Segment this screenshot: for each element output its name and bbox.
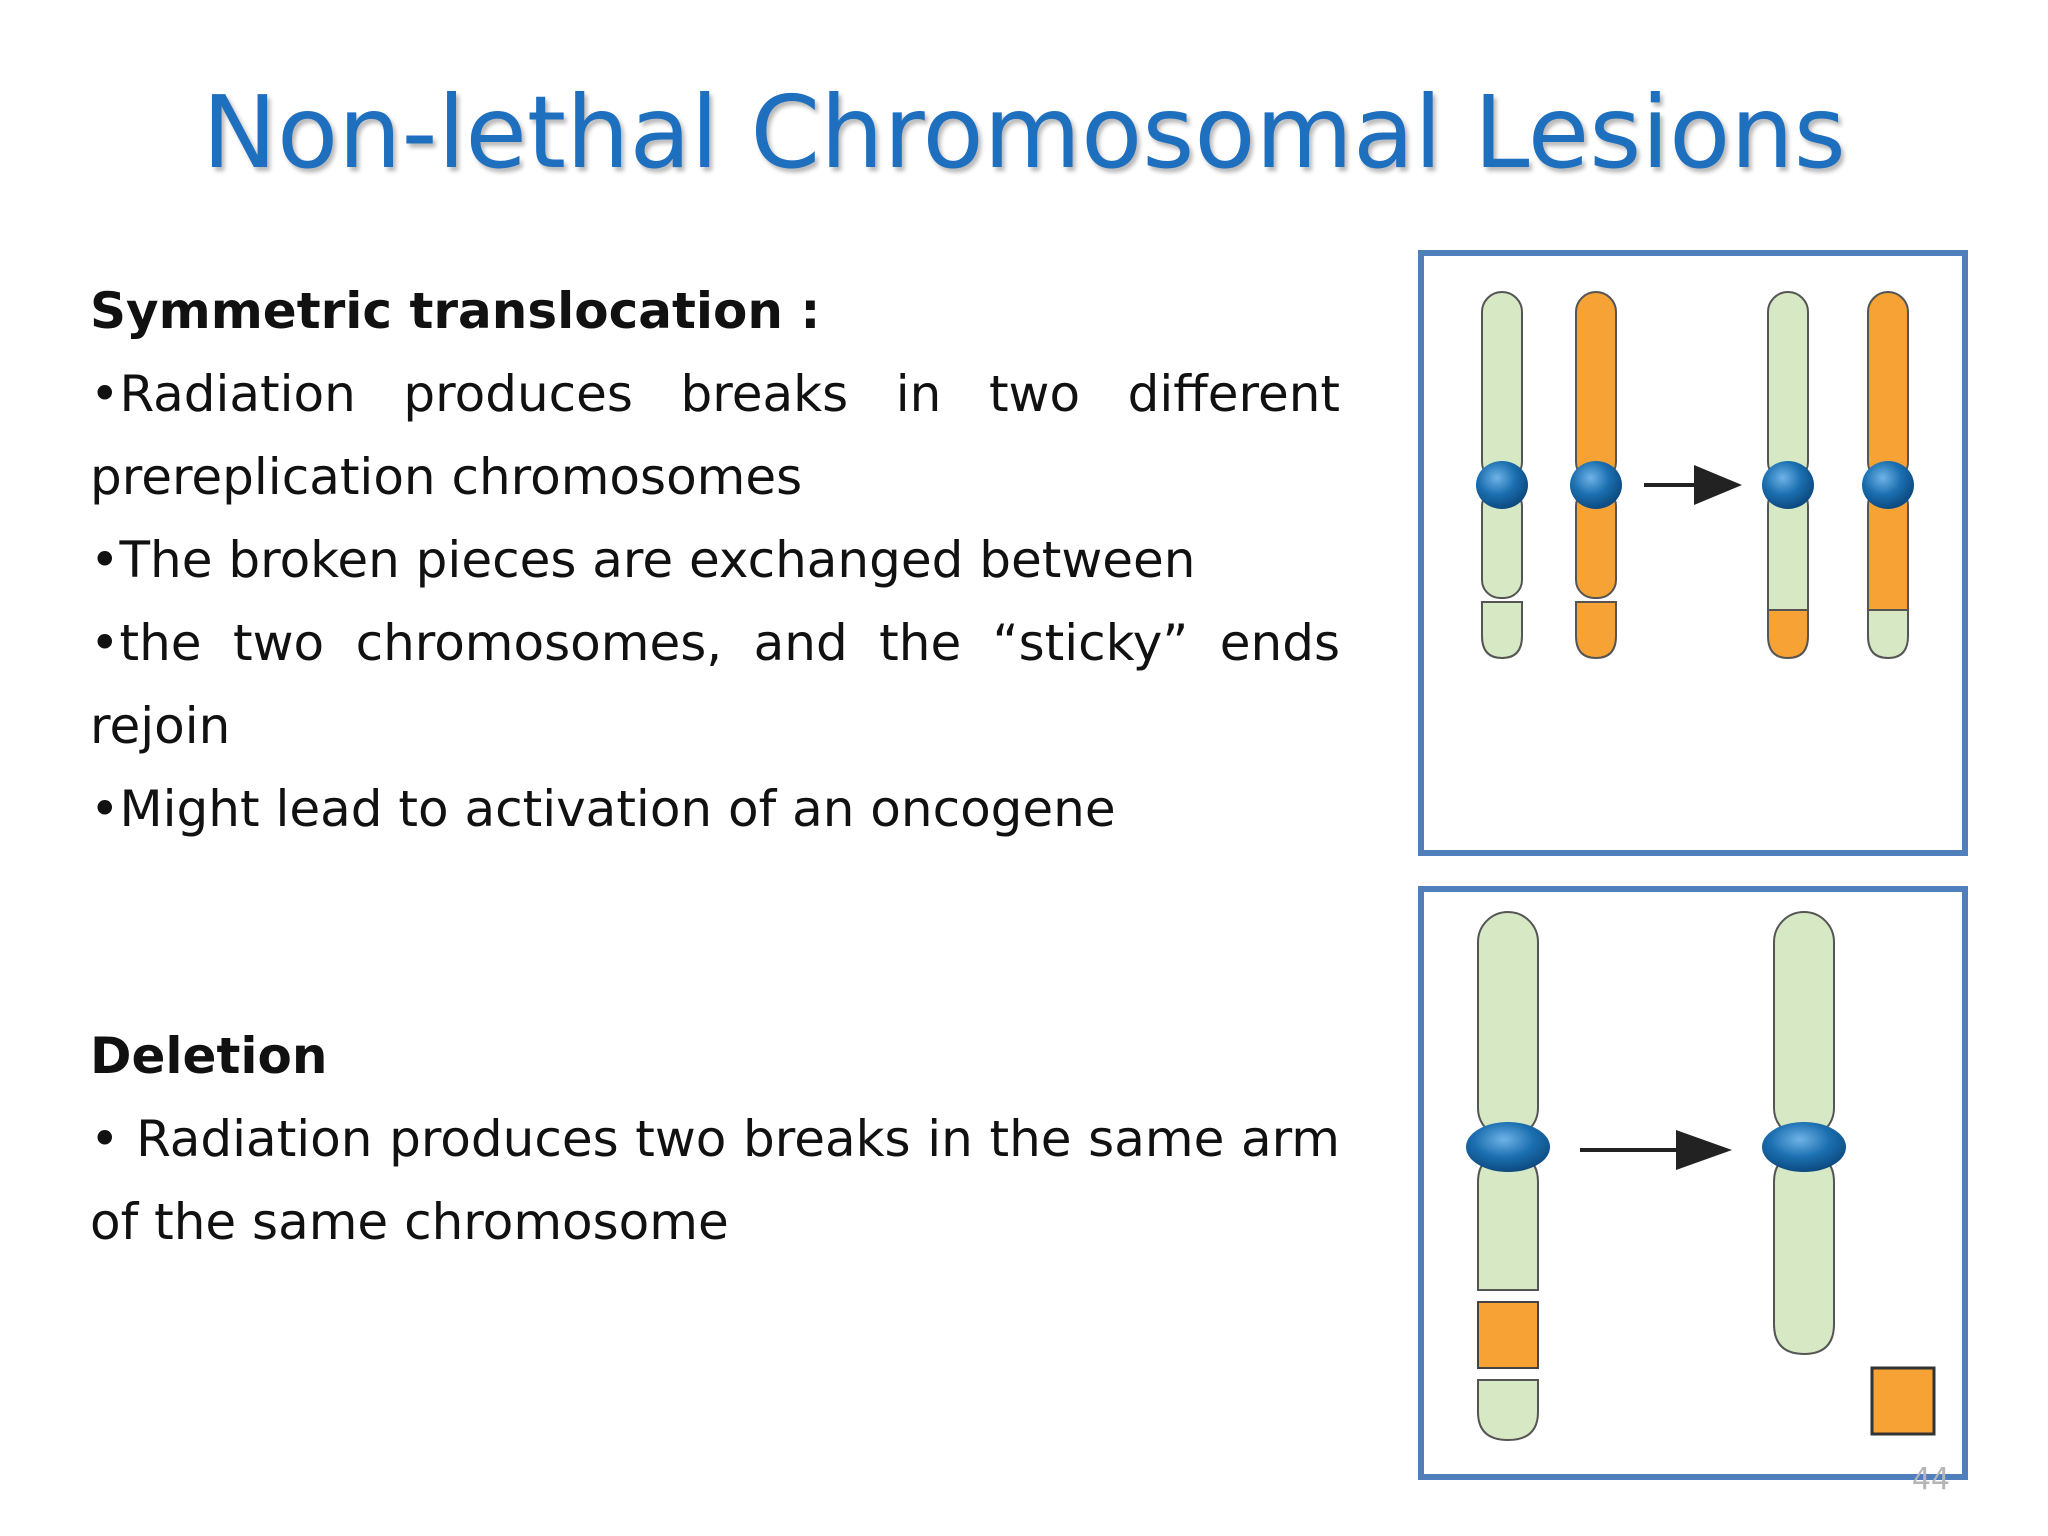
translocation-bullet-1: •Radiation produces breaks in two differ… — [90, 365, 1340, 506]
chromosome-orange-before — [1570, 291, 1622, 660]
chromosome-after-deletion — [1762, 911, 1846, 1356]
chromosome-orange-after — [1862, 291, 1914, 660]
translocation-diagram-svg — [1476, 291, 1914, 660]
translocation-bullet-2: •The broken pieces are exchanged between — [90, 531, 1196, 589]
translocation-diagram — [1418, 250, 1968, 856]
chromosome-green-after — [1762, 291, 1814, 660]
page-number: 44 — [1911, 1462, 1950, 1497]
chromosome-green-before — [1476, 291, 1528, 660]
deletion-diagram — [1418, 886, 1968, 1480]
excised-fragment — [1870, 1366, 1936, 1436]
deleted-segment — [1477, 1301, 1539, 1369]
chromosome-before-deletion — [1466, 911, 1550, 1442]
deletion-section: Deletion • Radiation produces two breaks… — [90, 1015, 1340, 1264]
translocation-section: Symmetric translocation : •Radiation pro… — [90, 270, 1340, 851]
translocation-bullet-3: •the two chromosomes, and the “sticky” e… — [90, 614, 1340, 755]
translocation-bullet-4: •Might lead to activation of an oncogene — [90, 780, 1116, 838]
deletion-heading: Deletion — [90, 1027, 328, 1085]
slide-title: Non-lethal Chromosomal Lesions — [202, 74, 1846, 191]
deletion-diagram-svg — [1466, 911, 1936, 1442]
deletion-bullet-1: • Radiation produces two breaks in the s… — [90, 1110, 1340, 1251]
translocation-heading: Symmetric translocation : — [90, 282, 821, 340]
